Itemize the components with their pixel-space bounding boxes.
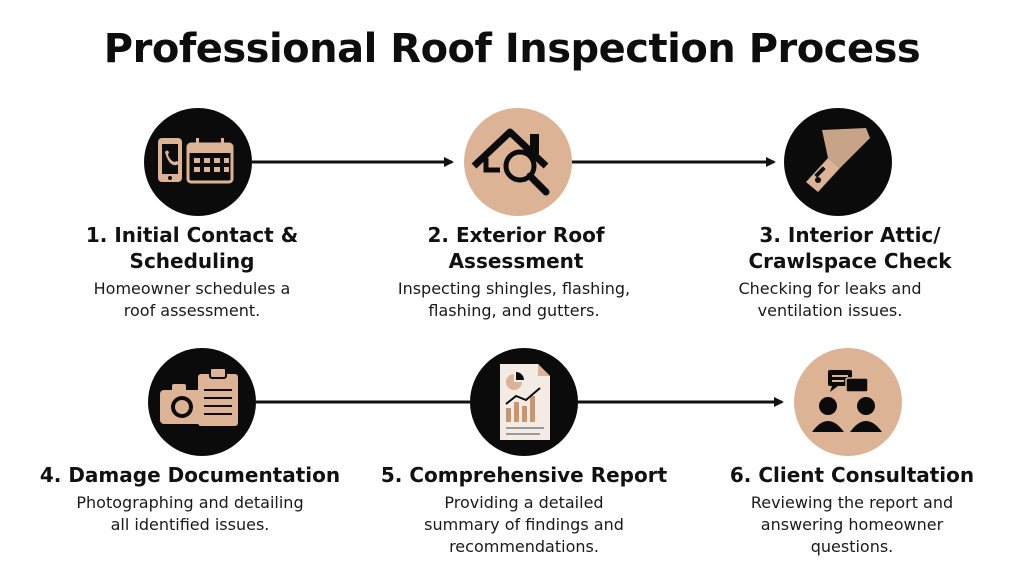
step-6-title: 6. Client Consultation [729,463,975,487]
step-1-title: 1. Initial Contact &Scheduling [85,223,299,273]
step-2-description: Inspecting shingles, flashing,flashing, … [397,279,631,320]
camera-clipboard-icon [148,348,256,456]
step-5-title: 5. Comprehensive Report [380,463,668,487]
phone-calendar-icon [144,108,252,216]
roof-magnifier-icon [464,108,572,216]
step-4-title: 4. Damage Documentation [39,463,341,487]
step-3-title: 3. Interior Attic/Crawlspace Check [748,223,952,273]
consultation-icon [794,348,902,456]
report-chart-icon [470,348,578,456]
flashlight-icon [784,108,892,216]
page-title: Professional Roof Inspection Process [103,26,921,72]
